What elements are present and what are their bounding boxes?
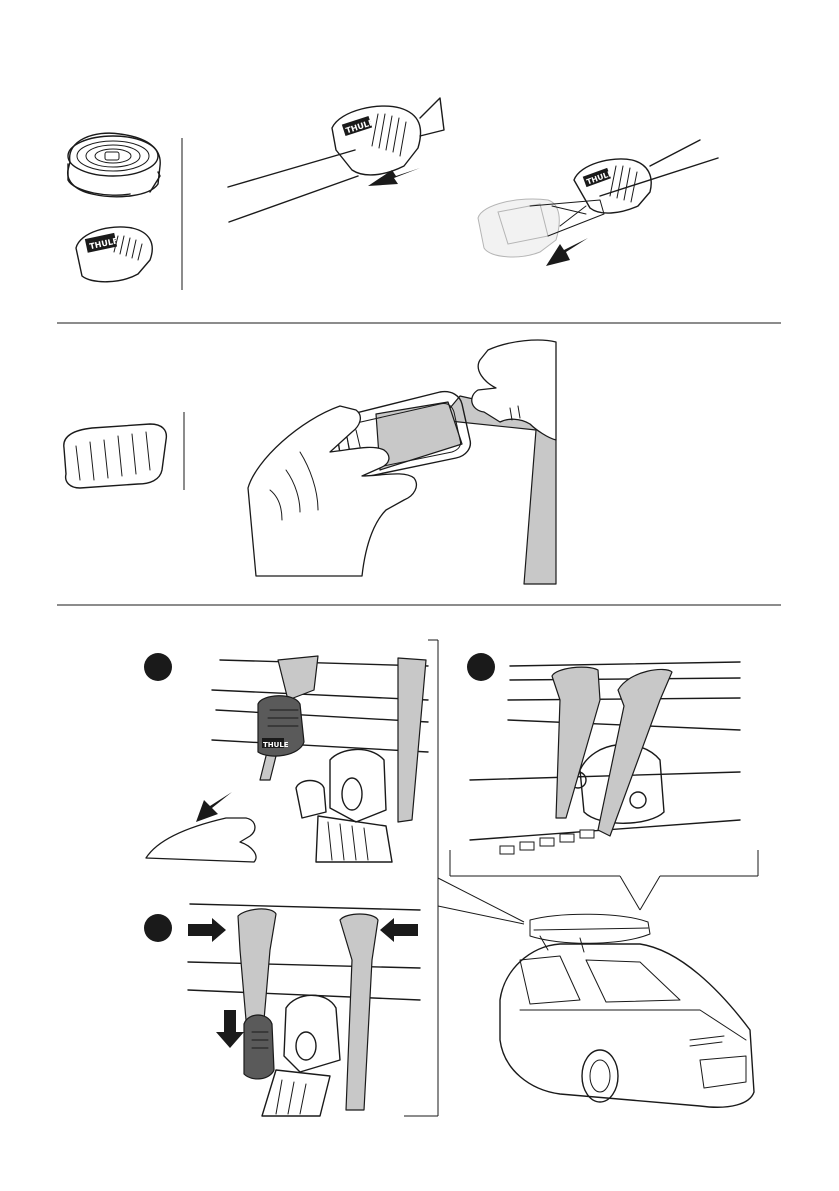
arrow-icon — [188, 918, 226, 942]
step-marker-1 — [144, 653, 172, 681]
step-3-illustration — [188, 904, 420, 1116]
step-marker-2 — [467, 653, 495, 681]
arrow-icon — [380, 918, 418, 942]
strap-roll-icon — [68, 133, 161, 197]
step-2-illustration — [450, 662, 758, 876]
strap-pull-illustration: THULE — [478, 140, 718, 266]
hands-fitting-end-cover-illustration — [248, 340, 556, 584]
strap-end-cover-icon — [64, 424, 167, 488]
arrow-icon — [216, 1010, 244, 1048]
strap-threading-illustration: THULE — [228, 98, 444, 222]
section-end-cover-fitting — [64, 340, 556, 584]
section-parts-and-threading: THULE THULE THULE — [68, 98, 718, 290]
buckle-icon: THULE — [76, 227, 152, 282]
callout-line — [640, 876, 660, 910]
section-mounting-steps: THULE — [144, 640, 758, 1116]
step-marker-3 — [144, 914, 172, 942]
callout-line — [620, 876, 640, 910]
car-with-board-illustration — [500, 914, 754, 1107]
brand-logo: THULE — [263, 741, 289, 749]
step-1-illustration: THULE — [146, 640, 438, 1116]
